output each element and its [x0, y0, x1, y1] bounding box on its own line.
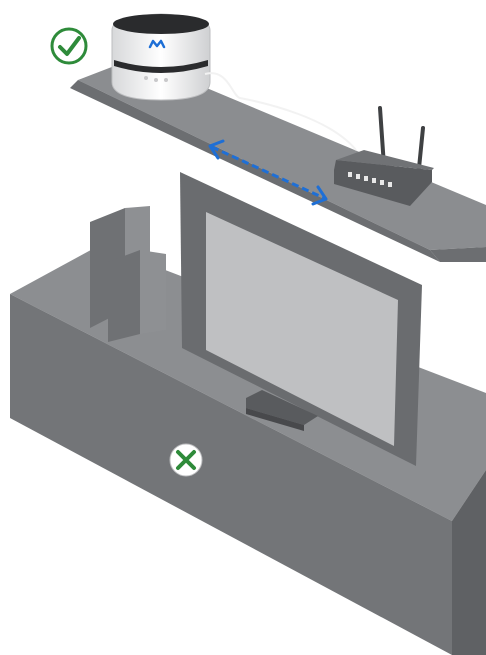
router-port [364, 176, 368, 181]
router-port [372, 178, 376, 183]
extender-led [144, 76, 148, 80]
router-port [380, 180, 384, 185]
speakers [90, 206, 166, 342]
extender-led [164, 78, 168, 82]
router-port [388, 182, 392, 187]
speaker-front-side [108, 250, 140, 342]
extender-top [113, 14, 209, 34]
wifi-extender [112, 14, 210, 100]
router-port [348, 172, 352, 177]
check-circle [52, 29, 86, 63]
router-port [356, 174, 360, 179]
extender-led [154, 78, 158, 82]
speaker-front-face [140, 250, 166, 334]
check-marker [52, 29, 86, 63]
cross-marker [170, 444, 202, 476]
